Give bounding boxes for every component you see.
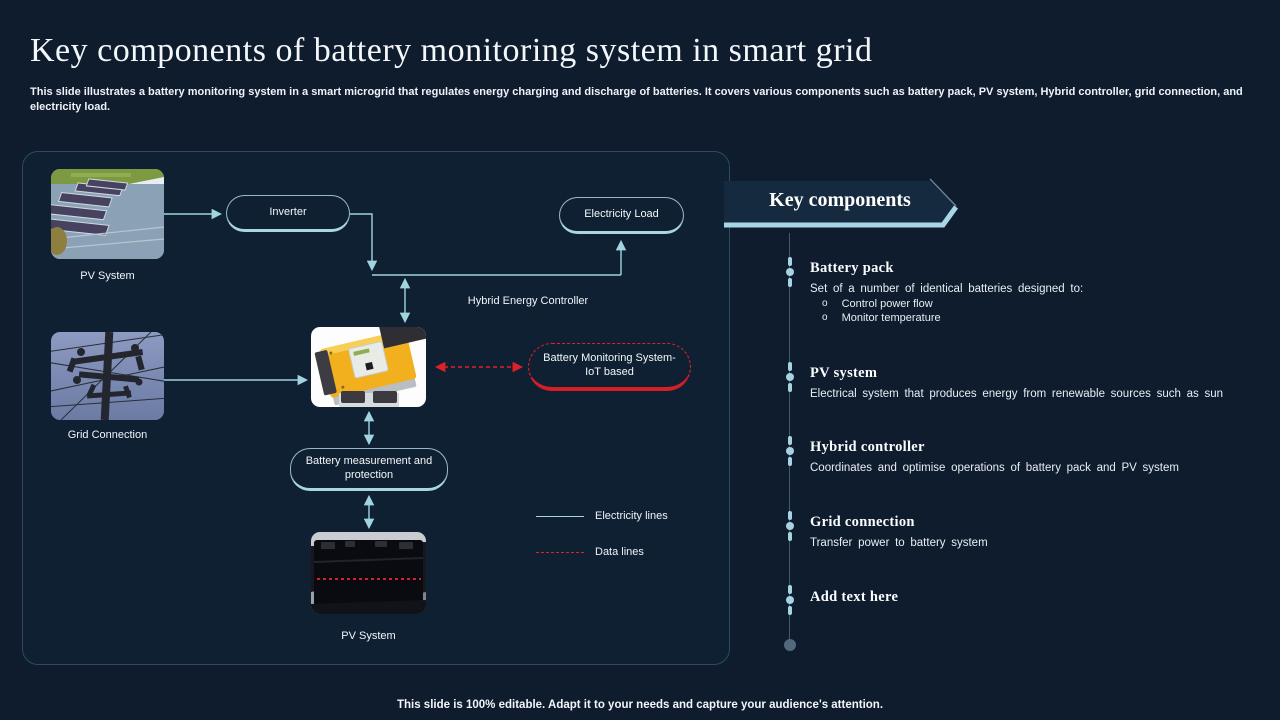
- grid-connection-label-text: Grid Connection: [67, 429, 148, 441]
- slide-footer-note: This slide is 100% editable. Adapt it to…: [396, 699, 884, 711]
- legend-data-label: Data lines: [595, 546, 644, 558]
- diagram-panel: PV System: [22, 151, 730, 665]
- item-title: Grid connection: [810, 514, 915, 530]
- key-components-header: Key components: [769, 189, 911, 211]
- battery-photo: [311, 532, 426, 614]
- page-title: Key components of battery monitoring sys…: [30, 32, 873, 69]
- item-title: PV system: [810, 365, 878, 381]
- item-body: Set of a number of identical batteries d…: [810, 283, 1084, 295]
- electricity-load-node: Electricity Load: [559, 197, 684, 234]
- data-line-swatch: [536, 551, 584, 553]
- legend-electricity-lines: Electricity lines: [536, 510, 668, 522]
- timeline-marker-icon: [786, 257, 794, 287]
- item-title: Add text here: [810, 589, 899, 605]
- pv-system-top-label: PV System: [80, 270, 135, 282]
- diagram-connectors: [164, 208, 627, 530]
- hybrid-controller-photo: [311, 327, 426, 407]
- item-title: Hybrid controller: [810, 439, 925, 455]
- item-body: Coordinates and optimise operations of b…: [810, 462, 1179, 474]
- bullet-text: Monitor temperature: [841, 312, 941, 325]
- timeline-marker-icon: [786, 511, 794, 541]
- list-item-hybrid-controller: Hybrid controller Coordinates and optimi…: [810, 439, 1275, 476]
- battery-monitoring-node: Battery Monitoring System-IoT based: [528, 343, 691, 391]
- item-bullet: o Monitor temperature: [810, 311, 1275, 326]
- timeline-end-dot: [784, 639, 796, 651]
- inverter-node: Inverter: [226, 195, 350, 232]
- list-item-battery-pack: Battery pack Set of a number of identica…: [810, 260, 1275, 326]
- list-item-grid-connection: Grid connection Transfer power to batter…: [810, 514, 1275, 551]
- slide-description: This slide illustrates a battery monitor…: [30, 86, 1243, 114]
- item-bullet: o Control power flow: [810, 297, 1275, 312]
- list-item-pv-system: PV system Electrical system that produce…: [810, 365, 1275, 402]
- key-components-banner: [724, 178, 959, 228]
- bullet-marker: o: [822, 297, 828, 309]
- timeline-marker-icon: [786, 585, 794, 615]
- item-title: Battery pack: [810, 260, 894, 276]
- timeline-marker-icon: [786, 436, 794, 466]
- electricity-line-swatch: [536, 515, 584, 517]
- grid-connection-label: Grid Connection: [51, 428, 164, 443]
- hybrid-energy-controller-label: Hybrid Energy Controller: [467, 295, 589, 307]
- item-body: Electrical system that produces energy f…: [810, 388, 1223, 400]
- timeline-marker-icon: [786, 362, 794, 392]
- bullet-text: Control power flow: [841, 297, 933, 310]
- bullet-marker: o: [822, 312, 828, 324]
- pv-system-bottom-label: PV System: [341, 630, 396, 642]
- legend-data-lines: Data lines: [536, 546, 644, 558]
- battery-measurement-node: Battery measurement and protection: [290, 448, 448, 491]
- legend-electricity-label: Electricity lines: [595, 510, 668, 522]
- pv-system-photo: [51, 169, 164, 259]
- grid-connection-photo: [51, 332, 164, 420]
- list-item-add-text-placeholder[interactable]: Add text here: [810, 589, 1275, 611]
- item-body: Transfer power to battery system: [810, 537, 988, 549]
